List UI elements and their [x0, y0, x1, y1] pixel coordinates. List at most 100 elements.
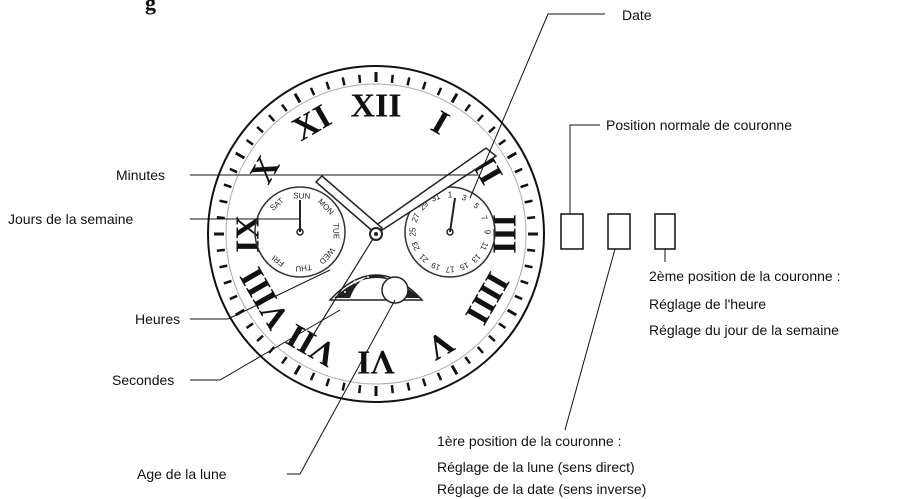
date-label: 27 [410, 212, 422, 224]
label-pos2-title: 2ème position de la couronne : [649, 267, 840, 285]
minute-tick [269, 115, 274, 121]
minute-tick [508, 153, 517, 158]
roman-numeral: V [420, 323, 460, 368]
label-heures: Heures [135, 310, 180, 328]
minute-tick [295, 366, 300, 375]
roman-numeral: XII [350, 88, 401, 125]
date-label: 23 [410, 240, 422, 252]
minute-tick [343, 383, 345, 391]
minute-tick [219, 201, 227, 203]
date-label: 15 [458, 260, 470, 272]
minute-tick [236, 153, 245, 158]
minute-tick [452, 94, 457, 103]
date-label: 21 [417, 251, 430, 264]
minute-tick [230, 169, 237, 172]
minute-tick [478, 347, 483, 353]
date-label: 11 [478, 241, 490, 253]
date-label: 13 [469, 252, 482, 265]
minute-tick [452, 366, 457, 375]
roman-numeral: VII [281, 316, 344, 374]
minute-tick [282, 357, 287, 363]
minute-tick [525, 201, 533, 203]
minute-tick [521, 281, 529, 283]
minute-tick [508, 310, 517, 315]
roman-numeral: VIII [233, 261, 297, 335]
date-label: 1 [448, 191, 453, 200]
minute-tick [438, 88, 441, 95]
roman-numeral: I [425, 104, 455, 143]
minute-tick [465, 105, 470, 111]
weekday-label: SUN [293, 191, 311, 201]
label-secondes: Secondes [112, 371, 174, 389]
minute-tick [224, 185, 232, 187]
label-pos2-line2: Réglage du jour de la semaine [649, 321, 839, 339]
minute-tick [392, 75, 393, 83]
minute-tick [408, 383, 410, 391]
minute-tick [257, 127, 263, 132]
minute-tick [327, 82, 329, 90]
roman-numeral: IX [230, 215, 267, 253]
minute-tick [423, 379, 425, 387]
date-label: 3 [460, 193, 468, 203]
minute-tick [327, 379, 329, 387]
minute-tick [343, 77, 345, 85]
minute-tick [247, 140, 253, 145]
minute-tick [282, 105, 287, 111]
minute-tick [217, 217, 225, 218]
label-minutes: Minutes [116, 166, 165, 184]
minute-tick [311, 373, 314, 380]
crown-position-normal [561, 214, 583, 249]
date-label: 25 [409, 227, 418, 236]
roman-numeral: VI [357, 344, 395, 381]
minute-tick [230, 296, 237, 299]
minute-hand [372, 148, 496, 234]
minute-tick [423, 82, 425, 90]
minute-tick [219, 266, 227, 268]
minute-tick [359, 75, 360, 83]
minute-tick [515, 169, 522, 172]
date-label: 17 [445, 265, 454, 274]
minute-tick [359, 385, 360, 393]
weekday-label: MON [316, 197, 336, 217]
moon-disc [382, 277, 408, 303]
minute-tick [489, 127, 495, 132]
minute-tick [438, 373, 441, 380]
minute-tick [525, 266, 533, 268]
minute-tick [224, 281, 232, 283]
roman-numeral: IIII [458, 266, 517, 330]
minute-tick [408, 77, 410, 85]
minute-tick [217, 250, 225, 251]
roman-numeral: X [243, 150, 288, 190]
minute-tick [295, 94, 300, 103]
label-pos1-line1: Réglage de la lune (sens direct) [437, 458, 635, 476]
minute-tick [527, 217, 535, 218]
minute-tick [392, 385, 393, 393]
weekday-label: TUE [331, 223, 340, 239]
weekday-label: FRI [270, 253, 286, 268]
minute-tick [247, 323, 253, 328]
crown-position-1 [608, 214, 630, 249]
leader-normal [570, 125, 600, 214]
label-date: Date [622, 6, 652, 24]
weekday-label: THU [295, 263, 312, 274]
date-label: 19 [430, 260, 442, 272]
date-label: 5 [471, 201, 481, 211]
date-hand [450, 198, 455, 232]
label-pos1-title: 1ère position de la couronne : [437, 432, 621, 450]
minute-tick [515, 296, 522, 299]
minute-tick [499, 323, 505, 328]
label-pos1-line2: Réglage de la date (sens inverse) [437, 480, 646, 498]
date-label: 9 [483, 230, 492, 235]
minute-tick [311, 88, 314, 95]
minute-tick [465, 357, 470, 363]
roman-numeral: XI [286, 98, 337, 149]
minute-tick [499, 140, 505, 145]
label-position-normale: Position normale de couronne [606, 116, 792, 134]
crown-position-2 [655, 214, 675, 249]
label-age-lune: Age de la lune [137, 465, 227, 483]
minute-tick [527, 250, 535, 251]
label-jours-semaine: Jours de la semaine [8, 210, 133, 228]
